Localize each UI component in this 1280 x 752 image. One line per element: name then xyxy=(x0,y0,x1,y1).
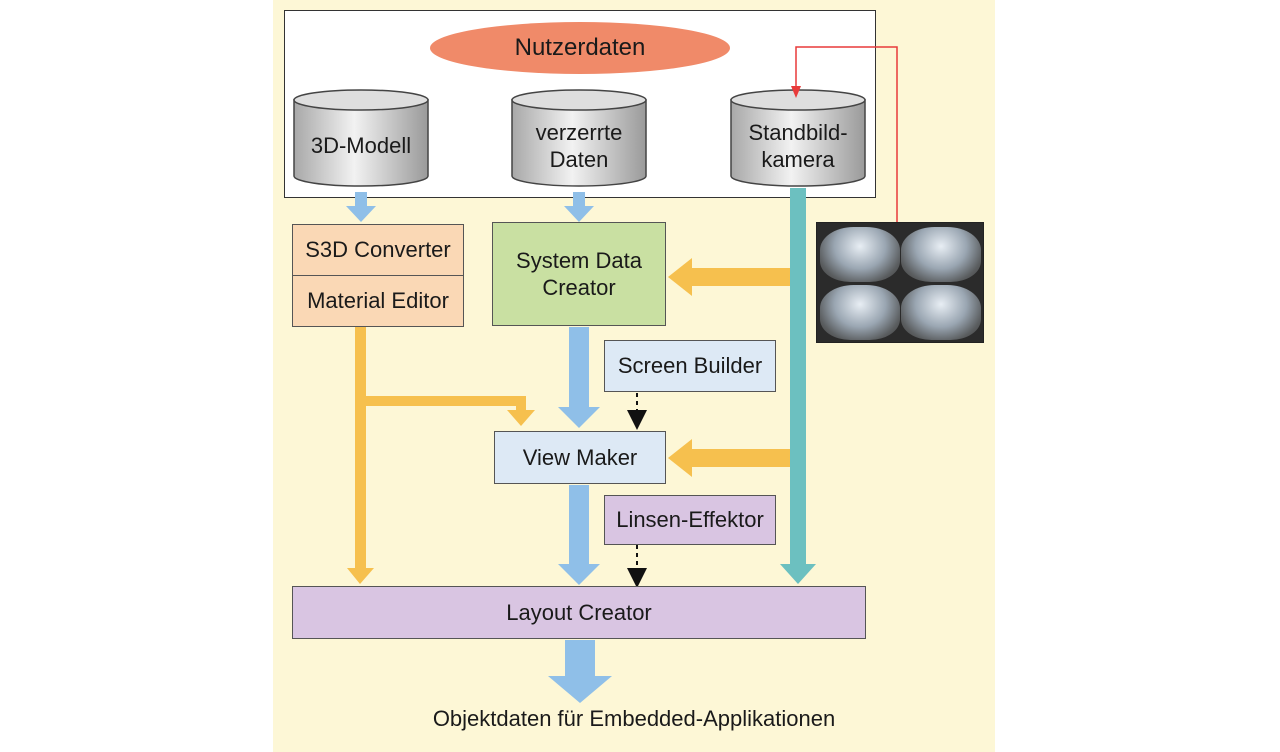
arrow-kamera-to-viewmaker xyxy=(668,439,790,477)
layout-creator-box: Layout Creator xyxy=(292,586,866,639)
view-maker-box: View Maker xyxy=(494,431,666,484)
cylinder-label-3d-modell: 3D-Modell xyxy=(294,110,428,182)
arrow-viewmaker-to-layout xyxy=(558,485,600,585)
fisheye-view-rear-icon xyxy=(901,227,981,282)
arrow-sdc-to-viewmaker xyxy=(558,327,600,428)
fisheye-view-left-icon xyxy=(820,285,900,340)
cylinder-label-standbildkamera: Standbild- kamera xyxy=(731,110,865,182)
label-3d-modell: 3D-Modell xyxy=(310,133,412,159)
arrow-daten-to-sdc xyxy=(564,192,594,222)
screen-builder-box: Screen Builder xyxy=(604,340,776,392)
view-maker-label: View Maker xyxy=(522,444,638,470)
arrow-kamera-to-sdc xyxy=(668,258,790,296)
label-verzerrte-daten: verzerrte Daten xyxy=(535,119,623,173)
linsen-effektor-box: Linsen-Effektor xyxy=(604,495,776,545)
fisheye-view-front-icon xyxy=(820,227,900,282)
material-editor-box: Material Editor xyxy=(292,275,464,327)
nutzerdaten-label: Nutzerdaten xyxy=(514,34,646,61)
system-data-creator-box: System Data Creator xyxy=(492,222,666,326)
arrow-material-to-viewmaker xyxy=(360,396,535,426)
label-standbildkamera: Standbild- kamera xyxy=(748,119,848,173)
screen-builder-label: Screen Builder xyxy=(617,353,763,379)
s3d-converter-box: S3D Converter xyxy=(292,224,464,276)
camera-photo-icon xyxy=(816,222,984,343)
nutzerdaten-ellipse: Nutzerdaten xyxy=(430,22,730,74)
arrow-kamera-to-layout xyxy=(780,188,816,584)
material-editor-label: Material Editor xyxy=(307,288,449,314)
red-arrow-photo-to-kamera xyxy=(791,46,898,222)
s3d-converter-label: S3D Converter xyxy=(305,237,451,263)
fisheye-view-right-icon xyxy=(901,285,981,340)
system-data-creator-label: System Data Creator xyxy=(516,247,642,301)
arrow-modell-to-s3d xyxy=(346,192,376,222)
cylinder-label-verzerrte-daten: verzerrte Daten xyxy=(512,110,646,182)
cylinder-verzerrte-daten xyxy=(511,89,647,187)
cylinder-3d-modell xyxy=(293,89,429,187)
arrow-layout-to-output xyxy=(548,640,612,703)
linsen-effektor-label: Linsen-Effektor xyxy=(616,507,764,533)
output-label: Objektdaten für Embedded-Applikationen xyxy=(432,706,836,731)
layout-creator-label: Layout Creator xyxy=(506,599,652,625)
cylinder-standbildkamera xyxy=(730,89,866,187)
arrow-material-to-layout xyxy=(347,327,374,584)
